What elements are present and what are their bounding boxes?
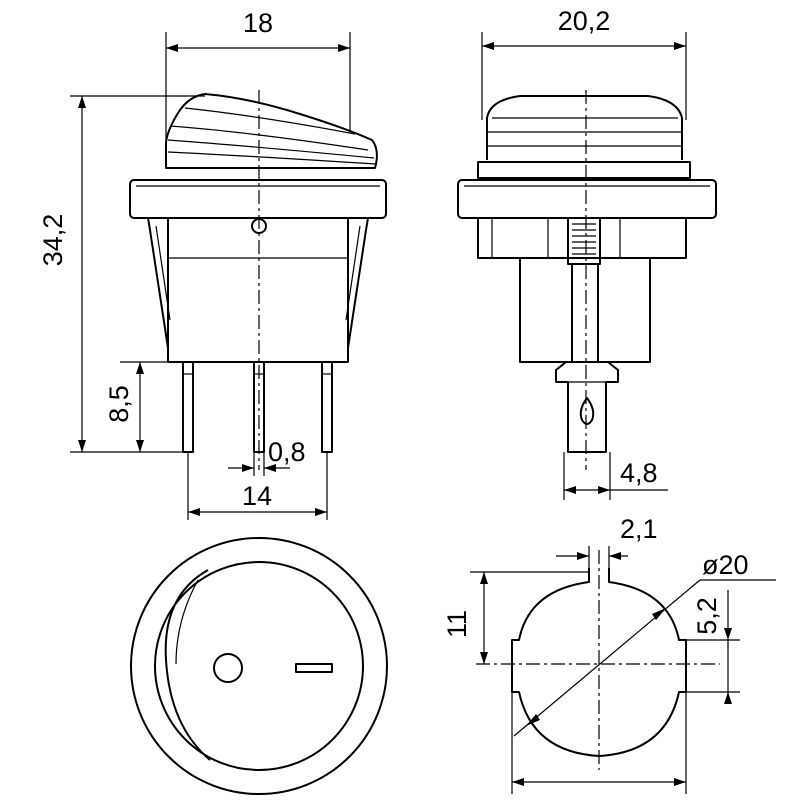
dim-pin-length: 8,5 [104, 385, 134, 423]
dim-key-width: 2,1 [620, 514, 658, 544]
side-dimensions: 20,2 4,8 [481, 6, 687, 500]
dim-flat-depth: 5,2 [692, 597, 722, 635]
cutout-dimensions: 2,1 ø20 5,2 11 [442, 514, 749, 794]
side-view [457, 90, 717, 470]
dim-front-width: 18 [243, 8, 273, 38]
dim-half-height: 11 [442, 610, 472, 638]
cutout-view [476, 550, 776, 770]
dim-diameter: ø20 [702, 550, 749, 580]
front-dimensions: 18 34,2 8,5 0,8 14 [38, 8, 351, 520]
dim-pin-thickness: 0,8 [268, 437, 306, 467]
dim-terminal-width: 4,8 [620, 458, 658, 488]
dim-height: 34,2 [38, 214, 68, 267]
top-view [130, 537, 388, 795]
dim-pin-spacing: 14 [242, 481, 272, 511]
front-view [129, 90, 387, 470]
dim-side-width: 20,2 [558, 6, 611, 36]
